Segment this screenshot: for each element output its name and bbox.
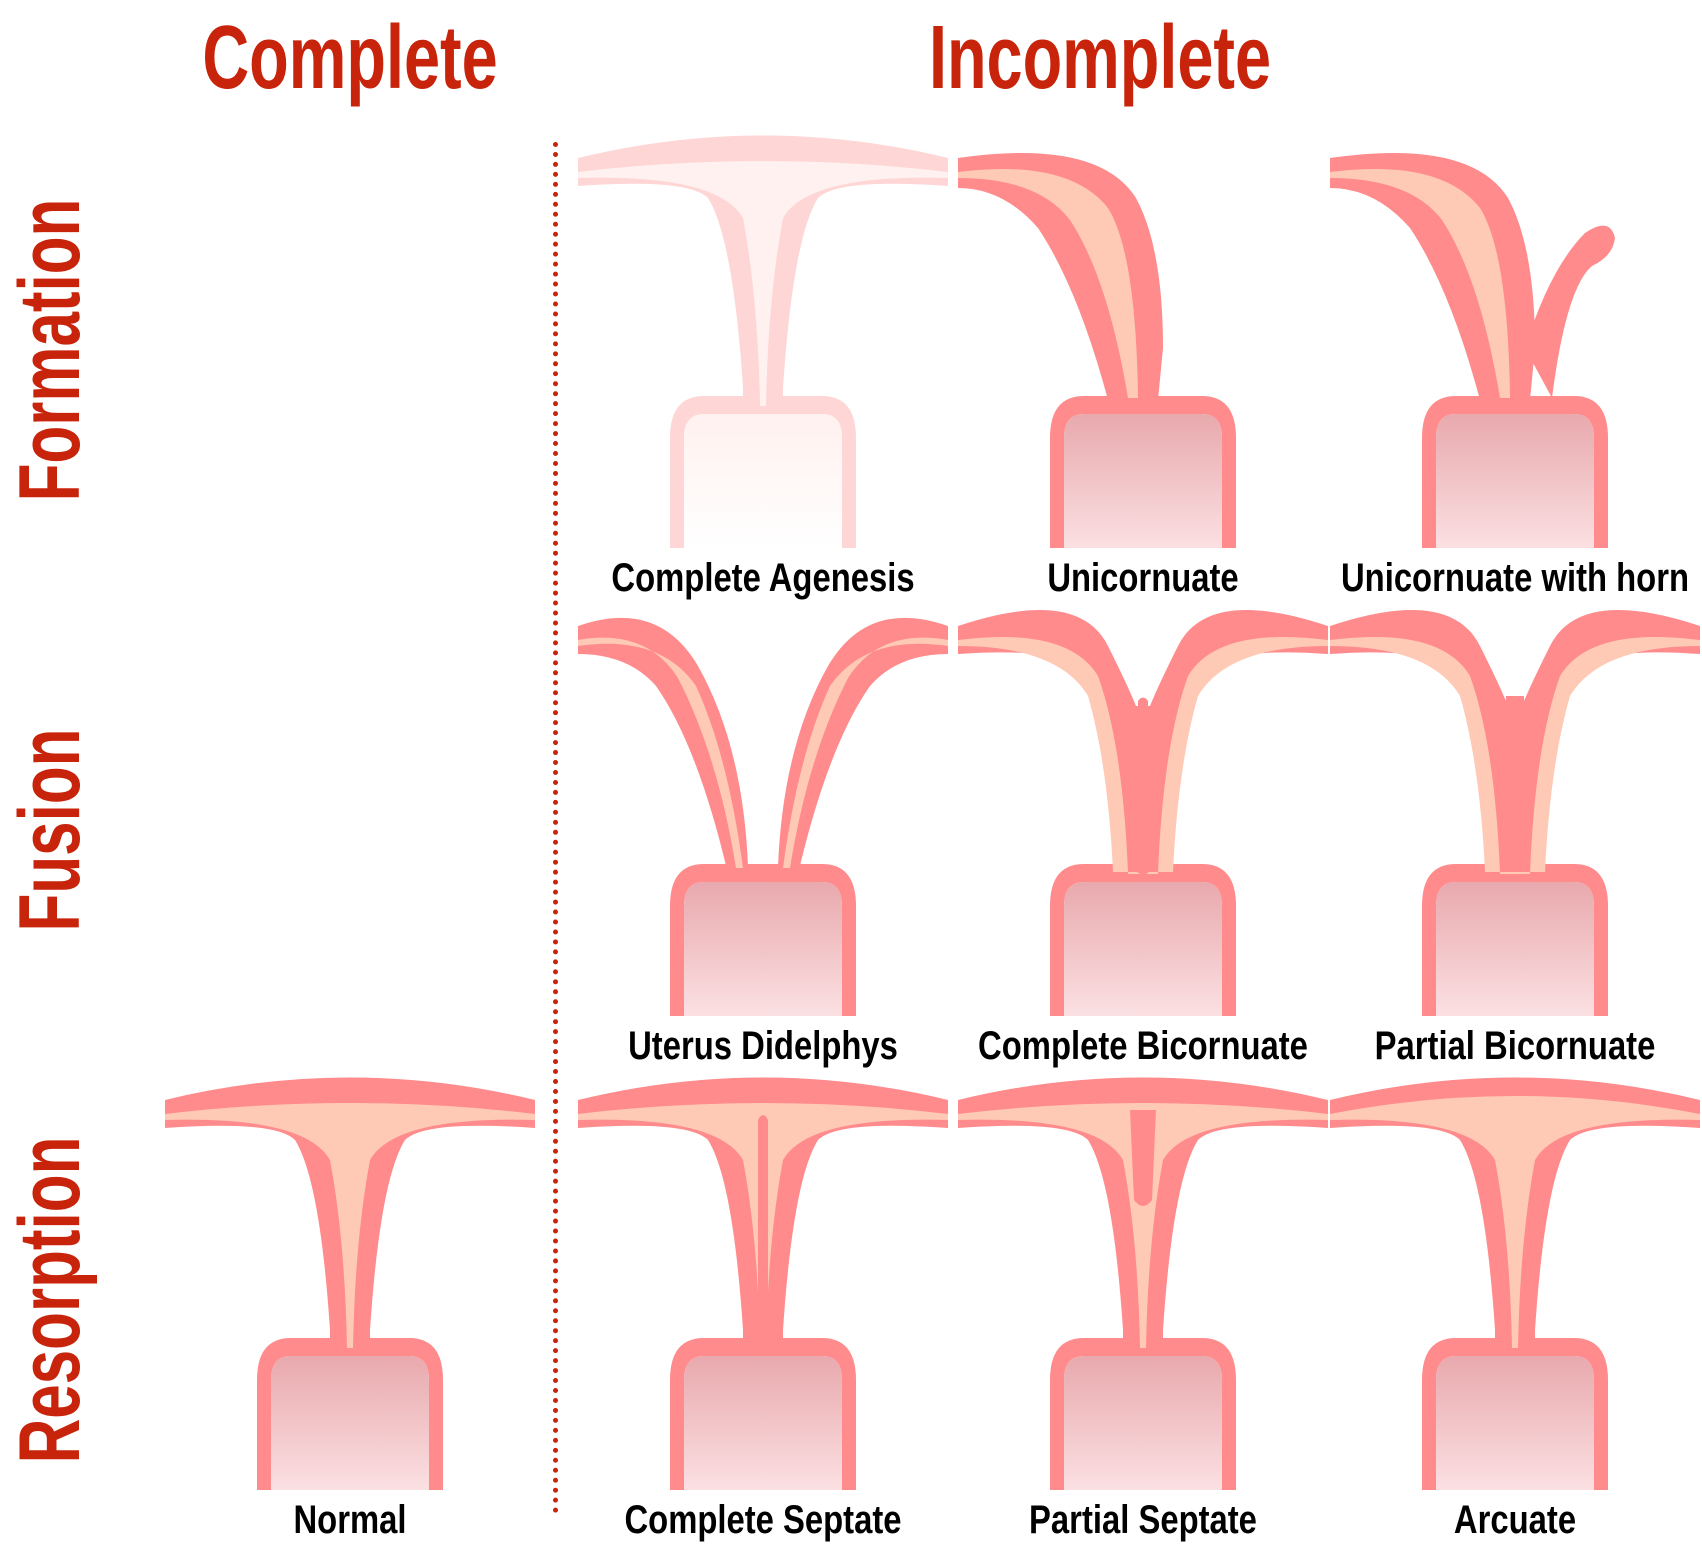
cervix-wall — [670, 864, 856, 1016]
uterus-complete-agenesis-illustration — [578, 135, 948, 548]
cervix-canal — [1064, 414, 1222, 548]
fundal-indentation — [1504, 696, 1526, 767]
row-heading-resorption-wrap: Resorption — [0, 1090, 100, 1510]
cervix-wall — [670, 1338, 856, 1490]
label-uterus-didelphys: Uterus Didelphys — [628, 1024, 898, 1068]
label-unicornuate: Unicornuate — [1047, 556, 1239, 600]
uterine-cavity — [958, 1103, 1328, 1348]
left-horn-wall — [578, 617, 748, 874]
uterine-cavity — [958, 168, 1138, 398]
right-horn-wall — [778, 617, 948, 874]
cervix-canal — [1436, 414, 1594, 548]
label-unicornuate-with-horn: Unicornuate with horn — [1340, 556, 1690, 600]
cervix-canal — [1436, 882, 1594, 1016]
row-heading-formation-wrap: Formation — [0, 140, 100, 560]
cell-uterus-didelphys: Uterus Didelphys — [578, 606, 948, 1076]
cervix-wall — [1050, 864, 1236, 1016]
cervix-wall — [257, 1338, 443, 1490]
uterus-complete-bicornuate-illustration — [958, 610, 1328, 1016]
rudimentary-horn — [1525, 225, 1615, 398]
uterine-cavity — [1330, 1096, 1700, 1348]
cervix-canal — [1436, 1356, 1594, 1490]
column-heading-incomplete: Incomplete — [928, 8, 1272, 108]
cell-unicornuate: Unicornuate — [958, 138, 1328, 608]
uterus-complete-septate-illustration — [578, 1077, 948, 1490]
label-complete-agenesis: Complete Agenesis — [611, 556, 915, 600]
cervix-wall — [1422, 396, 1608, 548]
cell-partial-bicornuate: Partial Bicornuate — [1330, 606, 1700, 1076]
cervix-canal — [684, 882, 842, 1016]
cervix-wall — [1050, 1338, 1236, 1490]
row-heading-fusion-wrap: Fusion — [0, 620, 100, 1040]
cervix-wall — [1422, 864, 1608, 1016]
cell-partial-septate: Partial Septate — [958, 1077, 1328, 1550]
cervix-canal — [1064, 1356, 1222, 1490]
cell-arcuate: Arcuate — [1330, 1077, 1700, 1550]
uterine-cavity — [165, 1103, 535, 1348]
cell-unicornuate-with-horn: Unicornuate with horn — [1330, 138, 1700, 608]
column-heading-complete: Complete — [202, 8, 498, 108]
uterine-septum — [758, 1115, 768, 1350]
uterine-septum — [1130, 1110, 1156, 1206]
label-complete-bicornuate: Complete Bicornuate — [978, 1024, 1308, 1068]
uterus-partial-bicornuate-illustration — [1330, 610, 1700, 1016]
cell-complete-septate: Complete Septate — [578, 1077, 948, 1550]
uterine-septum — [1136, 697, 1150, 875]
label-partial-bicornuate: Partial Bicornuate — [1374, 1024, 1656, 1068]
uterus-didelphys-illustration — [578, 617, 948, 1016]
label-normal: Normal — [293, 1498, 407, 1542]
uterus-unicornuate-illustration — [958, 153, 1236, 548]
divider-line — [553, 142, 558, 1514]
cervix-canal — [684, 414, 842, 548]
row-heading-resorption: Resorption — [2, 1136, 98, 1464]
right-cavity — [783, 637, 948, 868]
uterine-cavity — [578, 161, 948, 406]
uterus-partial-septate-illustration — [958, 1077, 1328, 1490]
cervix-canal — [271, 1356, 429, 1490]
label-arcuate: Arcuate — [1453, 1498, 1577, 1542]
uterus-arcuate-illustration — [1330, 1077, 1700, 1490]
label-partial-septate: Partial Septate — [1029, 1498, 1257, 1542]
label-complete-septate: Complete Septate — [624, 1498, 902, 1542]
cell-complete-bicornuate: Complete Bicornuate — [958, 606, 1328, 1076]
cell-complete-agenesis: Complete Agenesis — [578, 135, 948, 608]
cell-normal: Normal — [165, 1077, 535, 1550]
cervix-canal — [684, 1356, 842, 1490]
cervix-canal — [1064, 882, 1222, 1016]
uterus-unicornuate-horn-illustration — [1330, 153, 1615, 548]
cervix-wall — [1050, 396, 1236, 548]
uterus-normal-illustration — [165, 1077, 535, 1490]
uterine-cavity — [1330, 168, 1510, 398]
cervix-wall — [1422, 1338, 1608, 1490]
cervix-wall — [670, 396, 856, 548]
left-cavity — [578, 637, 743, 868]
row-heading-formation: Formation — [2, 198, 98, 502]
row-heading-fusion: Fusion — [2, 728, 99, 932]
